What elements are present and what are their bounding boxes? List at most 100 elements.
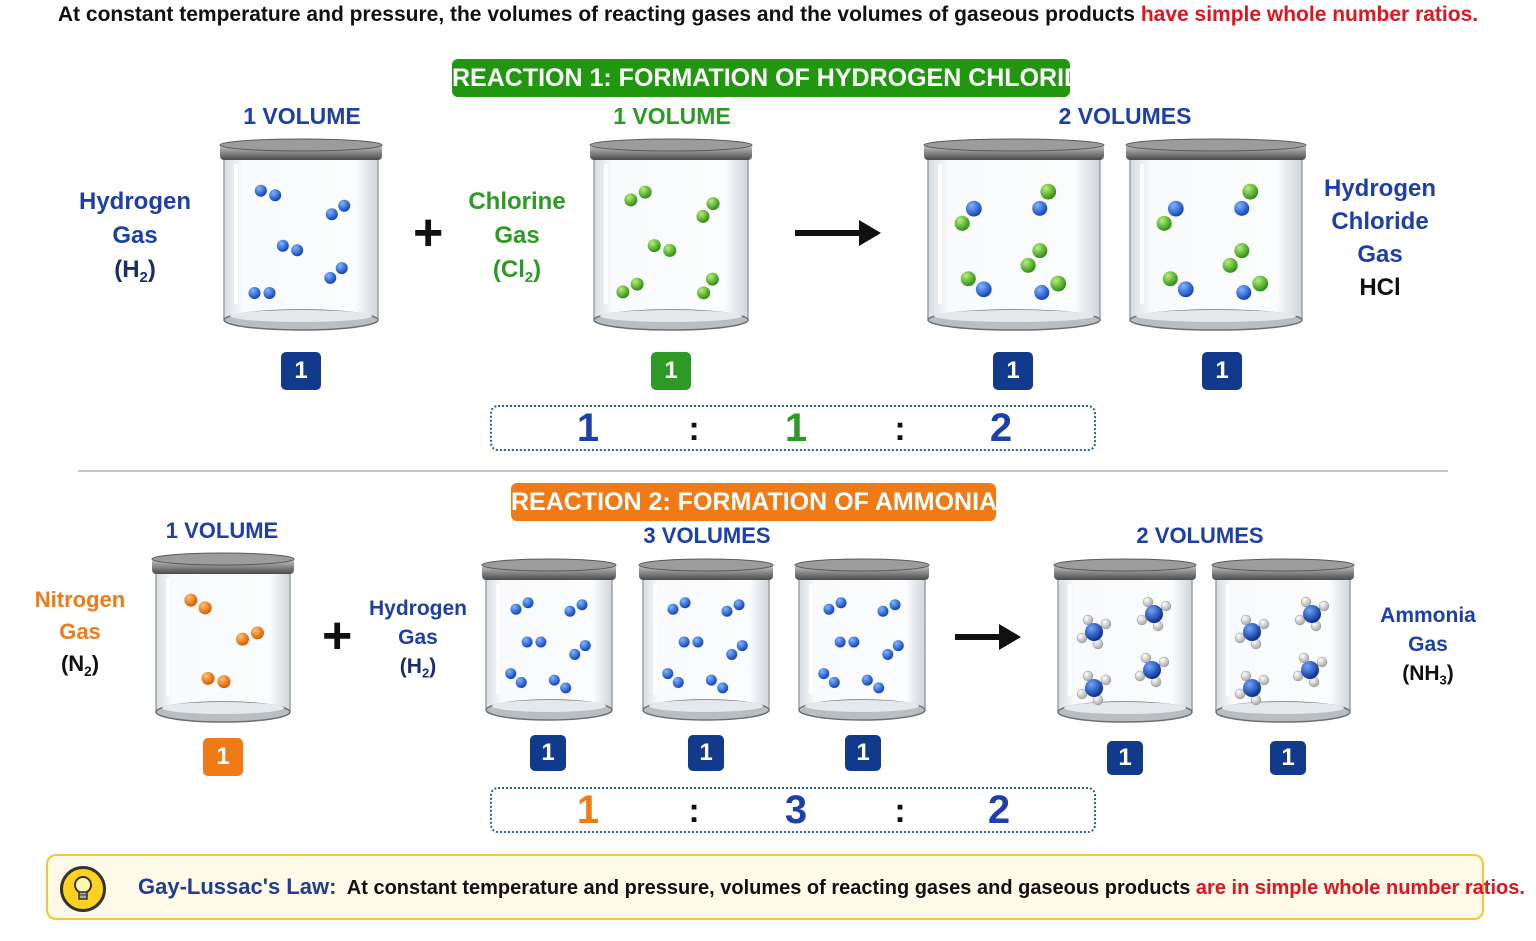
molecule-icon: [861, 674, 885, 694]
r2-ammonia-count-badge-1: 1: [1107, 741, 1143, 775]
ammonia-molecule-icon: [1234, 670, 1270, 706]
molecule-icon: [569, 640, 591, 660]
molecule-icon: [1236, 275, 1269, 300]
molecule-icon: [705, 674, 729, 694]
law-highlight: are in simple whole number ratios.: [1195, 877, 1525, 899]
r1-chlorine-jar: [589, 138, 753, 331]
molecule-icon: [201, 671, 231, 689]
r2-ratio-box: [490, 787, 1096, 833]
r1-hydrogen-formula: (H2): [114, 256, 156, 287]
ammonia-molecule-icon: [1136, 596, 1172, 632]
r2-ratio-sep-2: :: [894, 792, 906, 830]
r2-ammonia-jar-1: [1053, 558, 1197, 723]
r2-ammonia-name-1: Ammonia: [1380, 604, 1476, 627]
r1-hydrogen-count-badge: 1: [281, 352, 321, 390]
r1-hcl-name-2: Chloride: [1331, 208, 1429, 235]
molecule-icon: [521, 636, 547, 648]
r2-hydrogen-jar-2: [638, 558, 774, 721]
r1-hcl-jar-1: [923, 138, 1105, 331]
molecule-icon: [960, 271, 992, 298]
ammonia-molecule-icon: [1076, 670, 1112, 706]
molecule-icon: [697, 272, 719, 300]
molecule-icon: [877, 599, 901, 617]
r1-hcl-gas-label: Hydrogen Chloride Gas HCl: [1305, 172, 1455, 304]
r2-hydrogen-gas-label: Hydrogen Gas (H2): [354, 594, 482, 688]
r2-ratio-b: 3: [784, 788, 808, 832]
r1-ratio-c: 2: [989, 406, 1013, 450]
molecule-icon: [678, 636, 704, 648]
r1-chlorine-count-badge: 1: [651, 352, 691, 390]
molecule-icon: [1032, 183, 1057, 216]
ammonia-molecule-icon: [1134, 652, 1170, 688]
molecule-icon: [834, 636, 860, 648]
molecule-icon: [647, 239, 677, 257]
r2-nitrogen-formula: (N2): [60, 651, 100, 679]
r2-nitrogen-count-badge: 1: [203, 738, 243, 776]
molecule-icon: [325, 199, 351, 221]
molecule-icon: [882, 640, 904, 660]
r2-ratio-sep-1: :: [688, 792, 700, 830]
molecule-icon: [254, 184, 282, 202]
r1-hcl-volume-label: 2 VOLUMES: [1058, 103, 1192, 129]
r1-hydrogen-jar: [219, 138, 383, 331]
r1-ratio-box: [490, 405, 1096, 451]
ammonia-molecule-icon: [1076, 614, 1112, 650]
r1-hcl-count-badge-2: 1: [1202, 352, 1242, 390]
lightbulb-icon: [60, 866, 106, 912]
molecule-icon: [1234, 183, 1259, 216]
r2-hydrogen-jar-1: [481, 558, 617, 721]
r1-hcl-jar-2: [1125, 138, 1307, 331]
molecule-icon: [624, 185, 652, 207]
r2-ammonia-formula: (NH3): [1402, 662, 1454, 688]
molecule-icon: [954, 200, 982, 231]
molecule-icon: [548, 674, 572, 694]
r2-hydrogen-count-badge-1: 1: [530, 735, 566, 771]
r2-nitrogen-gas-label: Nitrogen Gas (N2): [14, 584, 146, 688]
r2-ammonia-jar-2: [1211, 558, 1355, 723]
r2-ratio-a: 1: [576, 788, 600, 832]
r1-hcl-count-badge-1: 1: [993, 352, 1033, 390]
molecule-icon: [1156, 200, 1184, 231]
molecule-icon: [1020, 243, 1048, 273]
headline: At constant temperature and pressure, th…: [0, 3, 1536, 27]
r1-hydrogen-gas-label: Hydrogen Gas (H2): [60, 185, 210, 295]
headline-text: At constant temperature and pressure, th…: [57, 3, 1135, 26]
section-divider: [78, 470, 1448, 472]
r2-arrow-icon: [955, 624, 1021, 650]
headline-highlight: have simple whole number ratios.: [1140, 3, 1479, 26]
molecule-icon: [1162, 271, 1194, 298]
molecule-icon: [236, 626, 264, 646]
molecule-icon: [324, 262, 348, 284]
r2-ammonia-count-badge-2: 1: [1270, 741, 1306, 775]
r2-nitrogen-name-1: Nitrogen: [34, 587, 126, 612]
r2-plus-sign: +: [322, 607, 353, 665]
r1-arrow-icon: [795, 220, 881, 246]
r1-chlorine-volume-label: 1 VOLUME: [613, 103, 731, 129]
r2-hydrogen-name-1: Hydrogen: [368, 597, 467, 620]
r1-hcl-name-1: Hydrogen: [1323, 175, 1436, 202]
r2-hydrogen-formula: (H2): [399, 655, 437, 681]
r1-hydrogen-volume-label: 1 VOLUME: [243, 103, 361, 129]
reaction2-banner: REACTION 2: FORMATION OF AMMONIA: [511, 483, 997, 521]
r2-ammonia-volume-label: 2 VOLUMES: [1136, 523, 1264, 548]
r1-chlorine-name-1: Chlorine: [468, 188, 566, 215]
molecule-icon: [721, 599, 745, 617]
reaction1-banner: REACTION 1: FORMATION OF HYDROGEN CHLORI…: [452, 59, 1099, 97]
molecule-icon: [667, 597, 691, 615]
ammonia-molecule-icon: [1234, 614, 1270, 650]
r2-nitrogen-name-2: Gas: [59, 619, 101, 644]
law-statement: At constant temperature and pressure, vo…: [346, 877, 1191, 899]
molecule-icon: [696, 197, 720, 223]
r2-nitrogen-jar: [151, 552, 295, 723]
law-box: [46, 854, 1484, 920]
ammonia-molecule-icon: [1292, 652, 1328, 688]
r2-hydrogen-volume-label: 3 VOLUMES: [643, 523, 771, 548]
r1-ratio-sep-1: :: [688, 410, 700, 448]
r2-ratio-c: 2: [987, 788, 1011, 832]
molecule-icon: [564, 599, 588, 617]
molecule-icon: [823, 597, 847, 615]
r2-hydrogen-count-badge-2: 1: [688, 735, 724, 771]
law-text: Gay-Lussac's Law: At constant temperatur…: [138, 874, 1525, 900]
r2-ammonia-gas-label: Ammonia Gas (NH3): [1362, 601, 1494, 695]
molecule-icon: [818, 668, 840, 688]
